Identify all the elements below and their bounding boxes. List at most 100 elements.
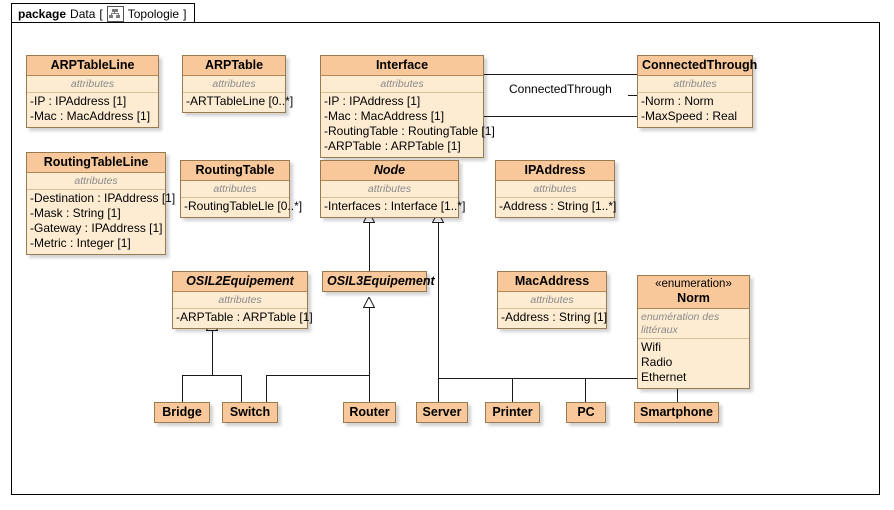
compartment-label-enum-literals: enumération des littéraux (638, 310, 749, 339)
package-header-tab[interactable]: package Data [ Topologie ] (11, 3, 196, 23)
attribute-row: -ARPTable : ARPTable [1] (176, 310, 313, 324)
class-name-norm: «enumeration» Norm (638, 276, 749, 309)
class-name-osil3equipement: OSIL3Equipement (323, 272, 435, 291)
association-label-connectedthrough: ConnectedThrough (509, 82, 612, 96)
class-box-ipaddress[interactable]: IPAddress attributes -Address : String [… (495, 160, 617, 218)
class-box-switch[interactable]: Switch (222, 402, 278, 423)
attribute-row: -IP : IPAddress [1] (30, 94, 127, 108)
attribute-row: -Mask : String [1] (30, 206, 121, 220)
class-body-osil2equipement: attributes -ARPTable : ARPTable [1] (173, 292, 313, 328)
class-name-arptable: ARPTable (183, 56, 285, 76)
compartment-label-attributes: attributes (498, 293, 606, 309)
compartment-label-attributes: attributes (321, 77, 483, 93)
attribute-row: -Mac : MacAddress [1] (30, 109, 151, 123)
class-name-pc: PC (567, 403, 605, 422)
package-name: Data (70, 6, 96, 21)
attribute-row: -Address : String [1] (501, 310, 608, 324)
attribute-row: -RoutingTableLle [0..*] (184, 199, 303, 213)
class-body-arptable: attributes -ARTTableLine [0..*] (183, 76, 294, 112)
class-name-smartphone: Smartphone (635, 403, 718, 422)
compartment-label-attributes: attributes (183, 77, 285, 93)
generalization-bus-router-branch (266, 375, 370, 376)
class-name-arptableline: ARPTableLine (27, 56, 158, 76)
compartment-label-attributes: attributes (638, 77, 752, 93)
class-name-routingtable: RoutingTable (181, 161, 289, 181)
class-name-router: Router (344, 403, 395, 422)
generalization-drop-printer (512, 378, 513, 402)
generalization-drop-smartphone (677, 378, 678, 402)
attribute-row: -IP : IPAddress [1] (324, 94, 421, 108)
class-name-bridge: Bridge (155, 403, 209, 422)
class-name-ipaddress: IPAddress (496, 161, 614, 181)
generalization-drop-pc (585, 378, 586, 402)
stereotype-enumeration: «enumeration» (655, 278, 732, 290)
compartment-label-attributes: attributes (181, 182, 289, 198)
enum-literal-row: Radio (641, 355, 673, 369)
class-name-switch: Switch (223, 403, 277, 422)
class-name-node: Node (321, 161, 458, 181)
class-name-osil2equipement: OSIL2Equipement (173, 272, 307, 292)
class-body-routingtableline: attributes -Destination : IPAddress [1] … (27, 173, 175, 254)
class-body-routingtable: attributes -RoutingTableLle [0..*] (181, 181, 303, 217)
package-keyword: package (18, 6, 67, 21)
class-body-arptableline: attributes -IP : IPAddress [1] -Mac : Ma… (27, 76, 158, 127)
bracket-open: [ (99, 6, 103, 21)
attribute-row: -MaxSpeed : Real (641, 109, 738, 123)
attribute-row: -Norm : Norm (641, 94, 714, 108)
enumeration-name: Norm (677, 291, 710, 305)
class-box-routingtable[interactable]: RoutingTable attributes -RoutingTableLle… (180, 160, 303, 218)
class-box-osil2equipement[interactable]: OSIL2Equipement attributes -ARPTable : A… (172, 271, 313, 329)
attribute-row: -Gateway : IPAddress [1] (30, 221, 163, 235)
compartment-label-attributes: attributes (321, 182, 458, 198)
attribute-row: -ARPTable : ARPTable [1] (324, 139, 461, 153)
attribute-row: -ARTTableLine [0..*] (186, 94, 294, 108)
generalization-arrow-router-to-osil3 (363, 297, 375, 308)
attribute-row: -Mac : MacAddress [1] (324, 109, 445, 123)
bracket-close: ] (183, 6, 187, 21)
generalization-line-osil2-children (212, 331, 213, 375)
generalization-drop-switch-right (266, 375, 267, 402)
class-name-macaddress: MacAddress (498, 272, 606, 292)
class-box-connectedthrough[interactable]: ConnectedThrough attributes -Norm : Norm… (637, 55, 757, 128)
class-box-osil3equipement[interactable]: OSIL3Equipement (322, 271, 435, 292)
generalization-line-router-to-osil3 (369, 308, 370, 402)
class-box-node[interactable]: Node attributes -Interfaces : Interface … (320, 160, 466, 218)
attribute-row: -Interfaces : Interface [1..*] (324, 199, 466, 213)
class-body-ipaddress: attributes -Address : String [1..*] (496, 181, 617, 217)
class-box-norm-enumeration[interactable]: «enumeration» Norm enumération des litté… (637, 275, 750, 389)
diagram-name: Topologie (127, 6, 180, 21)
class-box-bridge[interactable]: Bridge (154, 402, 210, 423)
class-box-macaddress[interactable]: MacAddress attributes -Address : String … (497, 271, 607, 329)
class-name-routingtableline: RoutingTableLine (27, 153, 165, 173)
class-body-interface: attributes -IP : IPAddress [1] -Mac : Ma… (321, 76, 495, 157)
generalization-drop-switch (241, 375, 242, 402)
class-box-arptableline[interactable]: ARPTableLine attributes -IP : IPAddress … (26, 55, 159, 128)
class-box-pc[interactable]: PC (566, 402, 606, 423)
class-box-server[interactable]: Server (416, 402, 468, 423)
class-box-smartphone[interactable]: Smartphone (634, 402, 719, 423)
generalization-bus-osil2-children (182, 375, 242, 376)
class-name-connectedthrough: ConnectedThrough (638, 56, 757, 76)
generalization-drop-bridge (182, 375, 183, 402)
enum-literal-row: Ethernet (641, 370, 687, 384)
enum-literal-row: Wifi (641, 340, 661, 354)
association-stub (628, 95, 642, 96)
generalization-line-node-right-group (438, 222, 439, 378)
attribute-row: -RoutingTable : RoutingTable [1] (324, 124, 495, 138)
class-name-server: Server (417, 403, 467, 422)
attribute-row: -Address : String [1..*] (499, 199, 617, 213)
class-box-router[interactable]: Router (343, 402, 396, 423)
compartment-label-attributes: attributes (173, 293, 307, 309)
generalization-line-osil3-to-node (369, 222, 370, 275)
class-box-interface[interactable]: Interface attributes -IP : IPAddress [1]… (320, 55, 495, 158)
class-box-printer[interactable]: Printer (485, 402, 540, 423)
attribute-row: -Metric : Integer [1] (30, 236, 131, 250)
class-box-arptable[interactable]: ARPTable attributes -ARTTableLine [0..*] (182, 55, 294, 113)
class-box-routingtableline[interactable]: RoutingTableLine attributes -Destination… (26, 152, 175, 255)
class-body-macaddress: attributes -Address : String [1] (498, 292, 608, 328)
generalization-bus-node-children (438, 378, 678, 379)
compartment-label-attributes: attributes (27, 174, 165, 190)
class-body-connectedthrough: attributes -Norm : Norm -MaxSpeed : Real (638, 76, 752, 127)
class-name-interface: Interface (321, 56, 483, 76)
